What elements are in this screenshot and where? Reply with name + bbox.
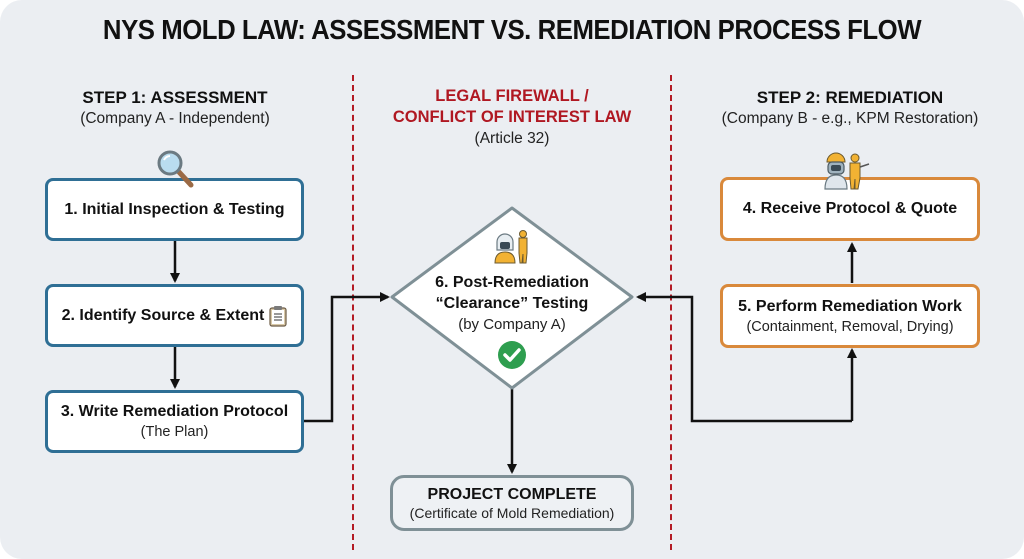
clipboard-icon (269, 305, 287, 327)
hazmat-workers-icon (494, 230, 528, 264)
magnifying-glass-icon (157, 150, 194, 188)
project-complete-sublabel: (Certificate of Mold Remediation) (409, 504, 615, 521)
assessment-heading-title: STEP 1: ASSESSMENT (82, 88, 268, 107)
remediation-heading-subtitle: (Company B - e.g., KPM Restoration) (721, 110, 979, 127)
check-circle-icon (498, 341, 526, 369)
firewall-divider-right (670, 75, 672, 550)
step-3-box: 3. Write Remediation Protocol (The Plan) (45, 390, 304, 453)
step-3-label: 3. Write Remediation Protocol (60, 403, 289, 420)
remediation-heading-title: STEP 2: REMEDIATION (756, 88, 944, 107)
firewall-heading-subtitle: (Article 32) (474, 130, 550, 147)
step-5-box: 5. Perform Remediation Work (Containment… (720, 284, 980, 348)
hazmat-workers-icon (824, 152, 870, 190)
step-6-label-line1: 6. Post-Remediation (435, 274, 589, 291)
step-2-box: 2. Identify Source & Extent (45, 284, 304, 347)
step-6-label-line2: “Clearance” Testing (435, 295, 589, 312)
step-6-sublabel: (by Company A) (458, 316, 566, 333)
firewall-divider-left (352, 75, 354, 550)
assessment-heading: STEP 1: ASSESSMENT (Company A - Independ… (30, 88, 320, 128)
step-4-label: 4. Receive Protocol & Quote (742, 200, 958, 217)
project-complete-label: PROJECT COMPLETE (427, 485, 597, 503)
step-2-label-row: 2. Identify Source & Extent (62, 305, 288, 327)
firewall-heading: LEGAL FIREWALL / CONFLICT OF INTEREST LA… (362, 86, 662, 148)
step-6-diamond (390, 206, 634, 390)
firewall-heading-line2: CONFLICT OF INTEREST LAW (392, 108, 632, 126)
step-2-label: 2. Identify Source & Extent (61, 306, 265, 324)
arrow-3-to-6 (304, 292, 390, 423)
step-1-box: 1. Initial Inspection & Testing (45, 178, 304, 241)
page-title: NYS MOLD LAW: ASSESSMENT VS. REMEDIATION… (102, 14, 922, 45)
step-1-label: 1. Initial Inspection & Testing (64, 200, 285, 218)
step-6-text: 6. Post-Remediation “Clearance” Testing … (412, 272, 612, 333)
project-complete-box: PROJECT COMPLETE (Certificate of Mold Re… (390, 475, 634, 531)
firewall-heading-line1: LEGAL FIREWALL / (435, 87, 589, 105)
step-5-sublabel: (Containment, Removal, Drying) (746, 318, 954, 335)
step-3-sublabel: (The Plan) (140, 424, 209, 440)
step-5-label: 5. Perform Remediation Work (738, 297, 962, 315)
arrow-to-5 (636, 292, 852, 423)
remediation-heading: STEP 2: REMEDIATION (Company B - e.g., K… (690, 88, 1010, 128)
assessment-heading-subtitle: (Company A - Independent) (80, 110, 270, 127)
